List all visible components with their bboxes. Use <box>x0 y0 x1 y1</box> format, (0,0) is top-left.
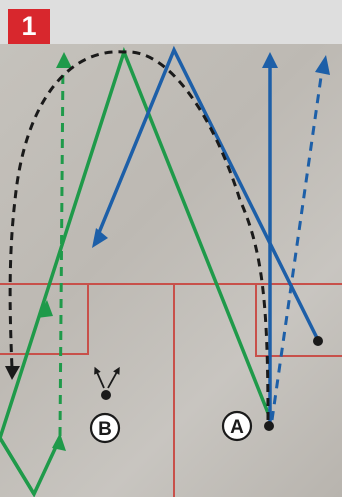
court-line-right-box <box>255 284 342 357</box>
green-lower-arrow <box>52 433 66 451</box>
blue-end-dot <box>313 336 323 346</box>
player-b-label: B <box>98 419 112 440</box>
black-arc-arrowhead <box>5 366 20 380</box>
blue-pass-arrowhead <box>92 228 108 248</box>
player-a-dot <box>264 421 274 431</box>
blue-dashed-arrowhead <box>315 55 330 75</box>
player-b-marker: B <box>89 412 121 444</box>
green-dashed-arrowhead <box>56 52 72 68</box>
header-strip <box>0 0 342 44</box>
player-b-cut-arrows <box>94 366 120 389</box>
player-a-marker: A <box>221 410 253 442</box>
court-lines <box>0 283 342 497</box>
player-a-label: A <box>230 417 244 438</box>
court-line-left-box <box>0 284 89 355</box>
green-lower-run <box>0 437 62 497</box>
green-midpoint-arrow <box>37 300 53 318</box>
blue-pass-path <box>94 45 320 341</box>
player-b-dot <box>101 390 111 400</box>
step-number-badge: 1 <box>8 9 50 44</box>
blue-vertical-arrowhead <box>262 52 278 68</box>
blue-dashed-path <box>270 69 324 421</box>
black-dashed-arc <box>8 50 270 421</box>
